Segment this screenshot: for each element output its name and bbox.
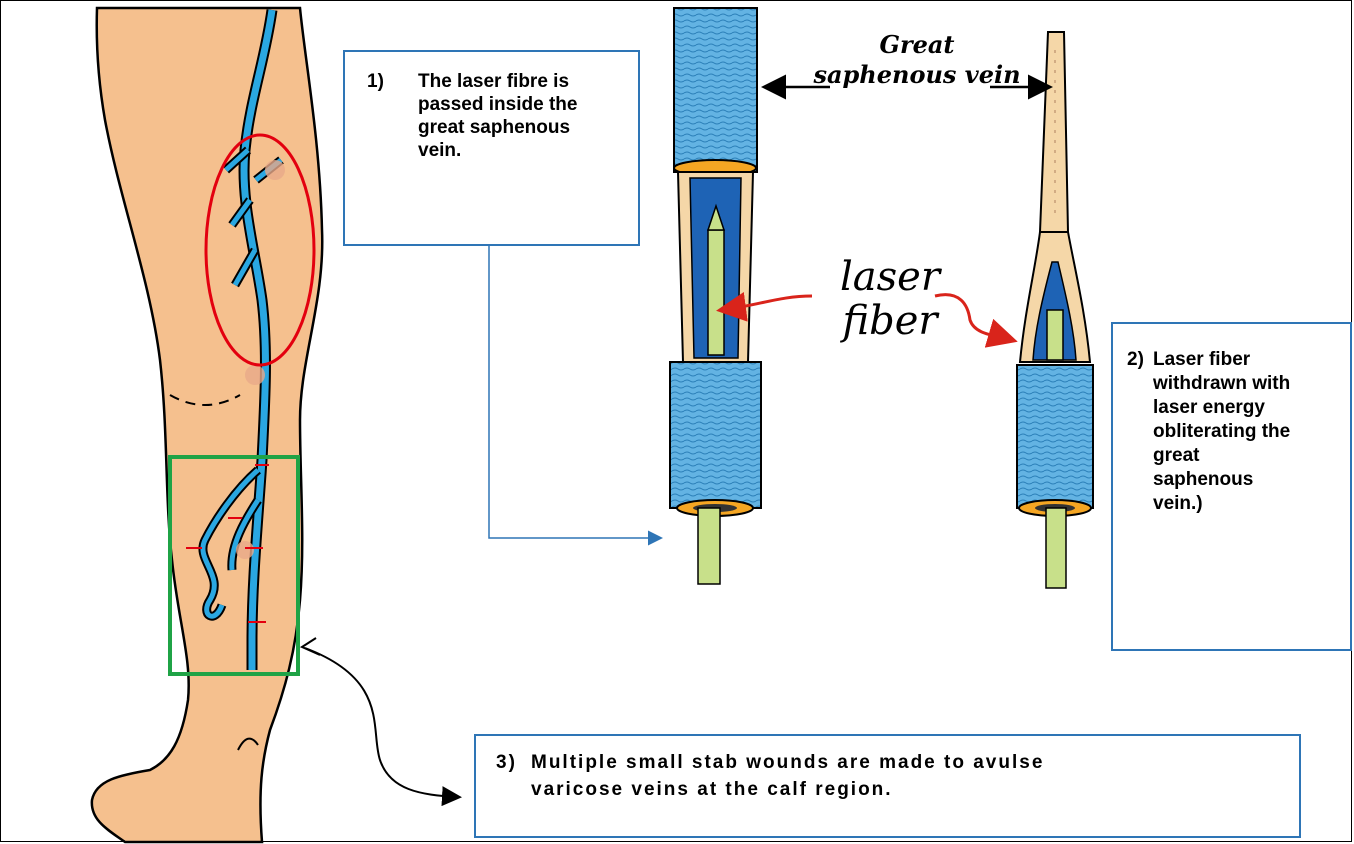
callout-step-3: 3) Multiple small stab wounds are made t… bbox=[474, 734, 1301, 838]
leg-illustration bbox=[92, 8, 322, 842]
laser-fibre-tip bbox=[698, 508, 720, 584]
callout-step-1-text: The laser fibre is passed inside the gre… bbox=[418, 70, 618, 162]
great-saphenous-vein-label: Great saphenous vein bbox=[812, 30, 1022, 90]
vein-with-fibre-illustration bbox=[670, 8, 761, 584]
callout-step-1: 1) The laser fibre is passed inside the … bbox=[343, 50, 640, 246]
calf-to-callout3-arrow bbox=[305, 648, 458, 797]
callout-step-3-text-line1: Multiple small stab wounds are made to a… bbox=[531, 749, 1271, 776]
laser-fiber-label: laser fiber bbox=[810, 255, 970, 343]
callout-step-1-number: 1) bbox=[367, 70, 384, 93]
callout-step-2-text: Laser fiber withdrawn with laser energy … bbox=[1153, 348, 1303, 516]
callout-step-2: 2) Laser fiber withdrawn with laser ener… bbox=[1111, 322, 1352, 651]
leg-shape bbox=[92, 8, 322, 842]
laser-fibre-inner bbox=[708, 230, 724, 355]
vein-fibre-withdrawn-illustration bbox=[1017, 32, 1093, 588]
callout-step-2-number: 2) bbox=[1127, 348, 1144, 372]
callout1-connector bbox=[489, 225, 660, 538]
callout-step-3-number: 3) bbox=[496, 749, 517, 776]
callout-step-3-text-line2: varicose veins at the calf region. bbox=[531, 776, 893, 803]
